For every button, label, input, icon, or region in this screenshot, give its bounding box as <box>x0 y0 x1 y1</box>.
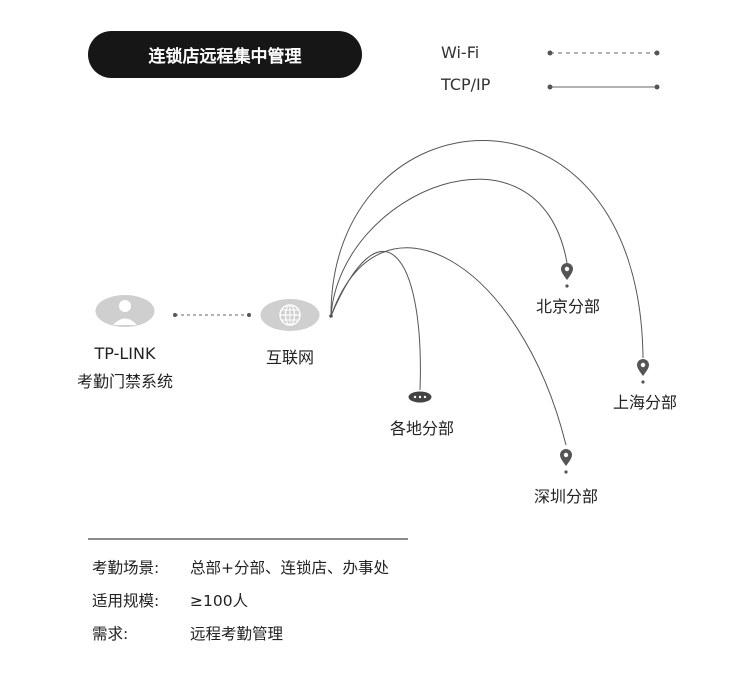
need-key: 需求: <box>92 625 129 643</box>
device-label-brand: TP-LINK <box>94 344 156 363</box>
need-value: 远程考勤管理 <box>190 625 284 643</box>
link-beijing <box>330 178 568 317</box>
hub-dot <box>329 314 333 318</box>
location-pin-icon <box>560 449 572 474</box>
shanghai-label: 上海分部 <box>612 393 677 412</box>
location-pin-icon <box>561 263 573 288</box>
tcpip-links <box>330 140 644 446</box>
legend-wifi-label: Wi-Fi <box>441 43 480 62</box>
scene-value: 总部+分部、连锁店、办事处 <box>190 559 389 577</box>
internet-label: 互联网 <box>265 348 314 367</box>
user-icon <box>95 295 155 327</box>
beijing-label: 北京分部 <box>535 297 600 316</box>
branches-label: 各地分部 <box>389 419 454 438</box>
more-dots-icon <box>408 391 432 403</box>
wifi-link <box>173 313 251 317</box>
legend-tcpip-label: TCP/IP <box>441 75 491 94</box>
scale-value: ≥100人 <box>190 592 249 610</box>
link-branches <box>330 251 421 391</box>
device-label-system: 考勤门禁系统 <box>76 372 173 391</box>
scene-key: 考勤场景: <box>92 559 160 577</box>
page-title: 连锁店远程集中管理 <box>88 31 362 78</box>
legend-tcpip-line <box>547 84 660 90</box>
link-shenzhen <box>330 247 567 446</box>
shenzhen-label: 深圳分部 <box>533 487 598 506</box>
legend-wifi-line <box>547 50 660 56</box>
scale-key: 适用规模: <box>92 592 160 610</box>
link-shanghai <box>330 140 644 359</box>
globe-icon <box>260 299 320 331</box>
location-pin-icon <box>637 359 649 384</box>
